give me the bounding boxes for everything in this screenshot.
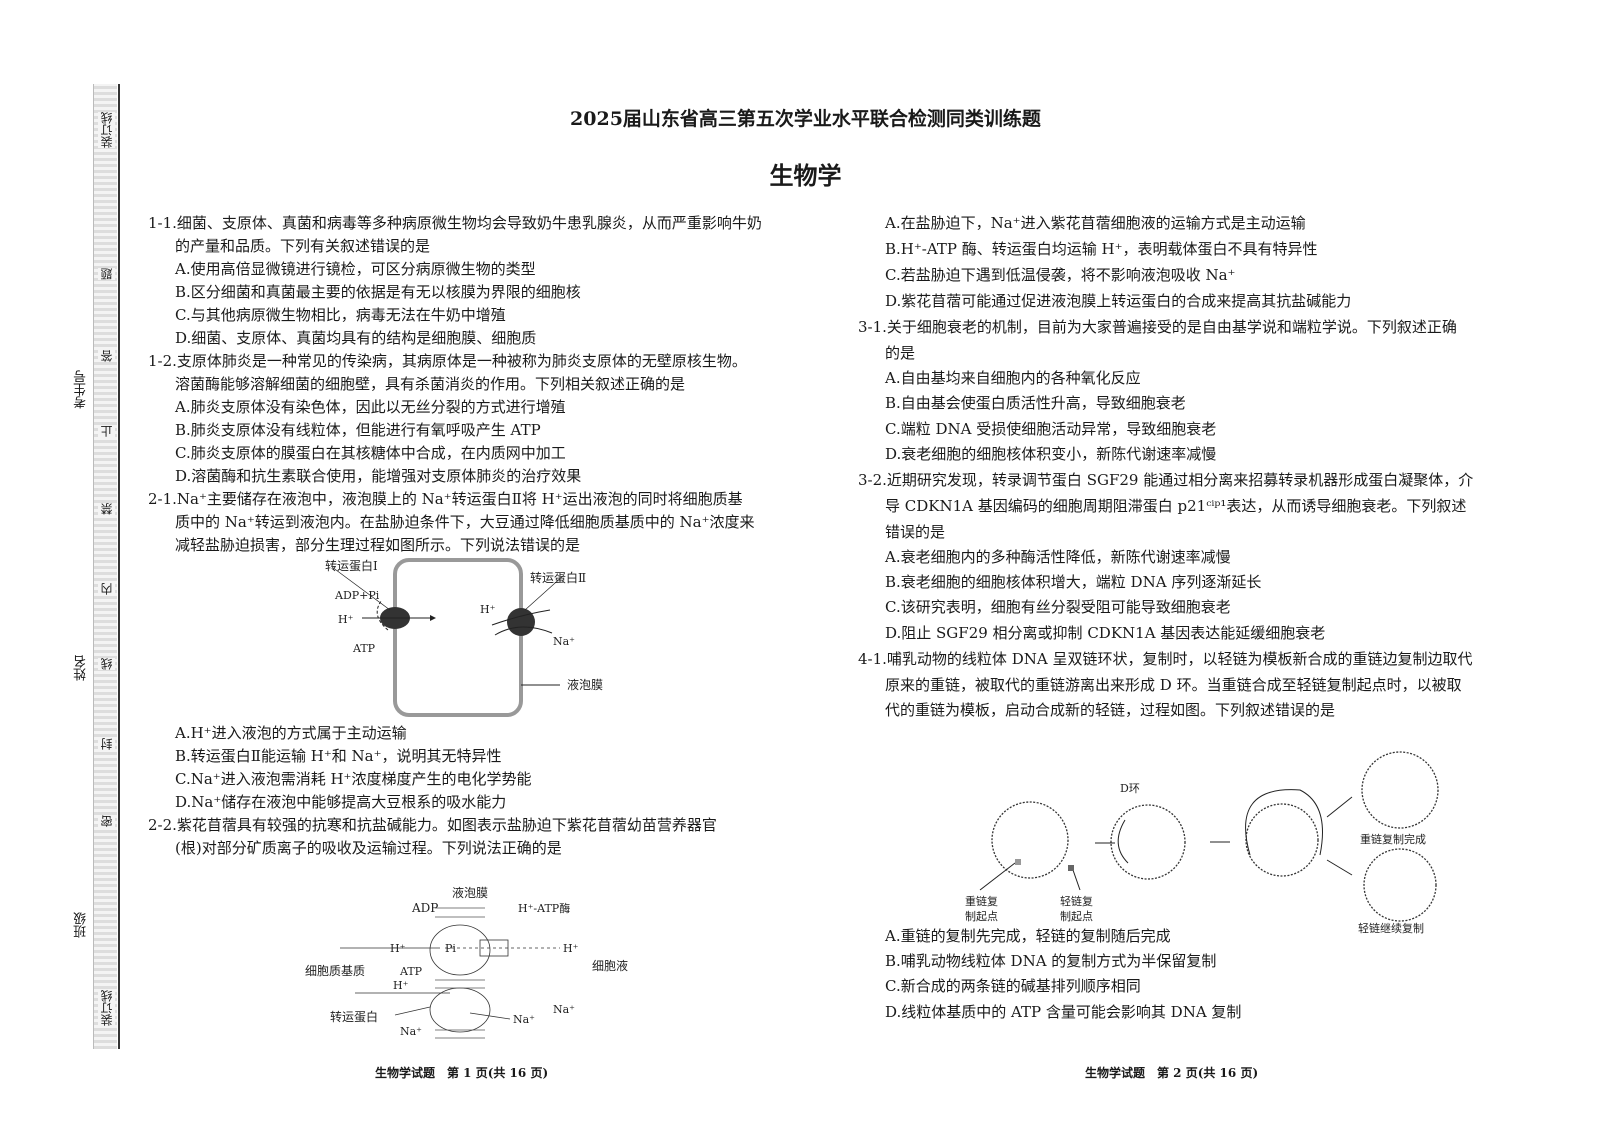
question-text-line: 质中的 Na⁺转运到液泡内。在盐胁迫条件下，大豆通过降低细胞质基质中的 Na⁺浓… [175,513,755,531]
label-na: Na⁺ [553,635,575,648]
label-na-3: Na⁺ [553,1003,575,1016]
answer-option: D.线粒体基质中的 ATP 含量可能会影响其 DNA 复制 [885,1003,1242,1021]
label-atpase: H⁺-ATP酶 [518,902,570,915]
label-atp: ATP [352,642,376,655]
seal-char: 止 [98,425,115,437]
answer-option: A.使用高倍显微镜进行镜检，可区分病原微生物的类型 [175,260,536,278]
answer-option: C.新合成的两条链的碱基排列顺序相同 [885,977,1141,995]
question-stem-line: 2-2.紫花苜蓿具有较强的抗寒和抗盐碱能力。如图表示盐胁迫下紫花苜蓿幼苗营养器官 [148,816,717,834]
answer-option: C.端粒 DNA 受损使细胞活动异常，导致细胞衰老 [885,420,1217,438]
label-pi: Pi [445,942,456,955]
label-light-origin-2: 制起点 [1060,910,1093,923]
seal-char: 禁 [98,503,115,515]
answer-option: B.区分细菌和真菌最主要的依据是有无以核膜为界限的细胞核 [175,283,581,301]
label-na-2: Na⁺ [513,1013,535,1026]
seal-char: 答 [98,350,115,362]
answer-option: D.细菌、支原体、真菌均具有的结构是细胞膜、细胞质 [175,329,537,347]
answer-option: C.Na⁺进入液泡需消耗 H⁺浓度梯度产生的电化学势能 [175,770,532,788]
answer-option: A.自由基均来自细胞内的各种氧化反应 [885,369,1141,387]
answer-option: A.衰老细胞内的多种酶活性降低，新陈代谢速率减慢 [885,548,1231,566]
answer-option: D.紫花苜蓿可能通过促进液泡膜上转运蛋白的合成来提高其抗盐碱能力 [885,292,1352,310]
binding-line [118,84,120,1049]
footer-page-1: 生物学试题 第 1 页(共 16 页) [375,1066,549,1080]
margin-bottom-mark: 装订线 [98,990,115,1026]
label-membrane: 液泡膜 [452,885,488,900]
seal-char: 线 [98,658,115,670]
field-name: 姓名 [74,655,89,681]
answer-option: A.重链的复制先完成，轻链的复制随后完成 [885,927,1171,945]
answer-option: C.该研究表明，细胞有丝分裂受阻可能导致细胞衰老 [885,598,1231,616]
answer-option: D.衰老细胞的细胞核体积变小，新陈代谢速率减慢 [885,445,1217,463]
label-h: H⁺ [390,942,406,955]
question-stem-line: 3-2.近期研究发现，转录调节蛋白 SGF29 能通过相分离来招募转录机器形成蛋… [858,471,1474,489]
answer-option: B.自由基会使蛋白质活性升高，导致细胞衰老 [885,394,1186,412]
answer-option: B.衰老细胞的细胞核体积增大，端粒 DNA 序列逐渐延长 [885,573,1262,591]
answer-option: B.H⁺-ATP 酶、转运蛋白均运输 H⁺，表明载体蛋白不具有特异性 [885,240,1318,258]
vacuole-outline [393,558,523,717]
answer-option: D.Na⁺储存在液泡中能够提高大豆根系的吸水能力 [175,793,507,811]
question-stem-line: 4-1.哺乳动物的线粒体 DNA 呈双链环状，复制时，以轻链为模板新合成的重链边… [858,650,1473,668]
figure-mtdna-replication: D环 重链复 制起点 轻链复 制起点 重链复制完成 轻链继续复制 [965,751,1439,935]
answer-option: B.哺乳动物线粒体 DNA 的复制方式为半保留复制 [885,952,1217,970]
field-exam-number: 考生号 [74,370,89,409]
label-heavy-origin-2: 制起点 [965,910,998,923]
exam-title: 2025届山东省高三第五次学业水平联合检测同类训练题 [570,108,1041,130]
transporter-2 [507,608,535,636]
seal-char: 密 [98,815,115,827]
label-heavy-done: 重链复制完成 [1360,832,1426,846]
question-text-line: 导 CDKN1A 基因编码的细胞周期阻滞蛋白 p21ᶜⁱᵖ¹表达，从而诱导细胞衰… [885,497,1467,515]
question-text-line: 溶菌酶能够溶解细菌的细胞壁，具有杀菌消炎的作用。下列相关叙述正确的是 [175,375,686,393]
question-text-line: 原来的重链，被取代的重链游离出来形成 D 环。当重链合成至轻链复制起点时，以被取 [885,676,1462,694]
question-stem-line: 3-1.关于细胞衰老的机制，目前为大家普遍接受的是自由基学说和端粒学说。下列叙述… [858,318,1457,336]
question-text-line: 代的重链为模板，启动合成新的轻链，过程如图。下列叙述错误的是 [885,701,1336,719]
question-text-line: (根)对部分矿质离子的吸收及运输过程。下列说法正确的是 [175,839,562,857]
label-cell-sap: 细胞液 [592,958,628,973]
answer-option: D.阻止 SGF29 相分离或抑制 CDKN1A 基因表达能延缓细胞衰老 [885,624,1326,642]
answer-option: C.与其他病原微生物相比，病毒无法在牛奶中增殖 [175,306,506,324]
label-cytoplasm: 细胞质基质 [305,964,365,978]
answer-option: A.H⁺进入液泡的方式属于主动运输 [175,724,407,742]
label-membrane: 液泡膜 [567,677,603,692]
question-text-line: 错误的是 [885,523,946,541]
answer-option: B.肺炎支原体没有线粒体，但能进行有氧呼吸产生 ATP [175,421,541,439]
label-adp: ADP+Pi [334,589,380,602]
answer-option: C.若盐胁迫下遇到低温侵袭，将不影响液泡吸收 Na⁺ [885,266,1236,284]
field-class: 班级 [74,912,89,938]
label-light-continue: 轻链继续复制 [1358,921,1424,935]
figure-salt-stress-transport: 液泡膜 ADP H⁺-ATP酶 Pi H⁺ H⁺ ATP H⁺ 细胞质基质 细胞… [305,885,628,1039]
figure-vacuole-transport: 转运蛋白Ⅰ 转运蛋白Ⅱ ADP+Pi H⁺ ATP H⁺ Na⁺ 液泡膜 [325,558,603,717]
label-adp: ADP [411,901,438,915]
seal-char: 内 [98,583,115,595]
answer-option: C.肺炎支原体的膜蛋白在其核糖体中合成，在内质网中加工 [175,444,566,462]
label-transporter-2: 转运蛋白Ⅱ [530,570,586,585]
label-d-loop: D环 [1120,782,1140,795]
seal-char: 题 [98,268,115,280]
label-h-2: H⁺ [563,942,579,955]
question-text-line: 的是 [885,344,916,362]
footer-page-2: 生物学试题 第 2 页(共 16 页) [1085,1066,1259,1080]
question-stem-line: 1-2.支原体肺炎是一种常见的传染病，其病原体是一种被称为肺炎支原体的无壁原核生… [148,352,747,370]
label-na: Na⁺ [400,1025,422,1038]
label-transporter: 转运蛋白 [330,1009,378,1024]
question-stem-line: 2-1.Na⁺主要储存在液泡中，液泡膜上的 Na⁺转运蛋白Ⅱ将 H⁺运出液泡的同… [148,490,743,508]
question-text-line: 的产量和品质。下列有关叙述错误的是 [175,237,431,255]
subject-title: 生物学 [769,161,842,190]
answer-option: A.肺炎支原体没有染色体，因此以无丝分裂的方式进行增殖 [175,398,566,416]
label-heavy-origin: 重链复 [965,894,998,908]
label-atp: ATP [399,965,423,978]
answer-option: A.在盐胁迫下，Na⁺进入紫花苜蓿细胞液的运输方式是主动运输 [885,214,1306,232]
label-h-2: H⁺ [480,603,496,616]
label-h: H⁺ [338,613,354,626]
answer-option: D.溶菌酶和抗生素联合使用，能增强对支原体肺炎的治疗效果 [175,467,582,485]
binding-margin-strip [93,84,117,1049]
question-text-line: 减轻盐胁迫损害，部分生理过程如图所示。下列说法错误的是 [175,536,581,554]
seal-char: 封 [98,738,115,750]
question-stem-line: 1-1.细菌、支原体、真菌和病毒等多种病原微生物均会导致奶牛患乳腺炎，从而严重影… [148,214,762,232]
label-h-3: H⁺ [393,979,409,992]
label-transporter-1: 转运蛋白Ⅰ [325,558,378,573]
label-light-origin: 轻链复 [1060,894,1093,908]
answer-option: B.转运蛋白Ⅱ能运输 H⁺和 Na⁺，说明其无特异性 [175,747,502,765]
